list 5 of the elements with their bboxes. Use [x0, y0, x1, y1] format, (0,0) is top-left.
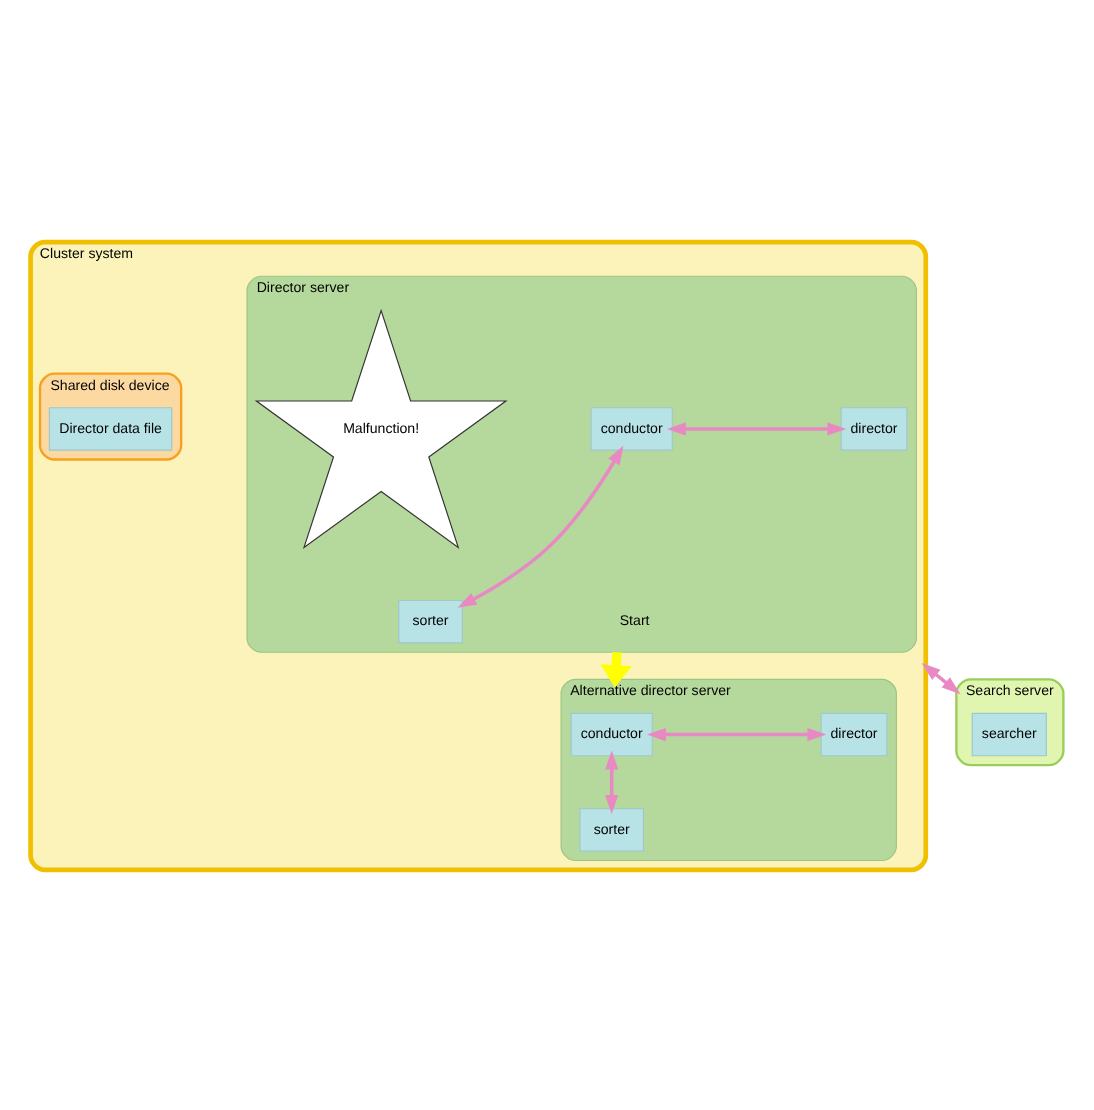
arrow: [605, 749, 619, 813]
arrow: [921, 662, 961, 694]
arrow: [667, 421, 847, 435]
arrow: [457, 444, 624, 607]
arrow: [647, 727, 827, 741]
